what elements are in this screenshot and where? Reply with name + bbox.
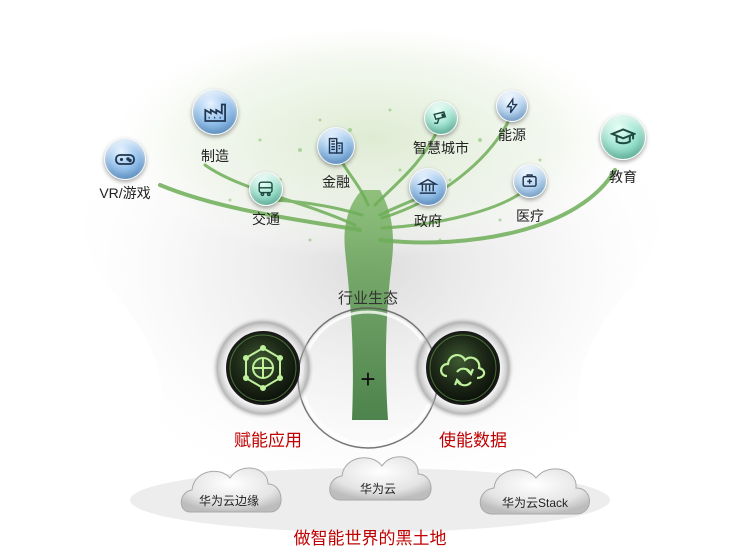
right-hub-label: 使能数据 bbox=[439, 431, 507, 450]
cloud-label-main: 华为云 bbox=[359, 482, 397, 496]
gamepad-icon bbox=[104, 138, 146, 180]
network-globe-icon bbox=[243, 345, 283, 391]
medical-kit-icon bbox=[513, 164, 547, 198]
industry-label-government: 政府 bbox=[414, 213, 442, 229]
government-icon bbox=[409, 168, 447, 206]
cloud-sync-icon bbox=[440, 354, 486, 387]
plus-sign: + bbox=[360, 364, 376, 394]
cloud-label-edge: 华为云边缘 bbox=[198, 494, 260, 508]
cloud-shape-edge bbox=[180, 467, 282, 513]
camera-icon bbox=[424, 101, 458, 135]
industry-label-medical: 医疗 bbox=[516, 208, 544, 224]
ecosystem-label: 行业生态 bbox=[337, 290, 399, 307]
industry-label-smartcity: 智慧城市 bbox=[413, 140, 469, 156]
lightning-icon bbox=[496, 90, 528, 122]
cloud-label-stack: 华为云Stack bbox=[501, 496, 569, 510]
bus-icon bbox=[249, 172, 283, 206]
tagline: 做智能世界的黑土地 bbox=[293, 529, 447, 548]
industry-label-finance: 金融 bbox=[322, 174, 350, 190]
left-hub-label: 赋能应用 bbox=[234, 431, 302, 450]
industry-label-education: 教育 bbox=[609, 169, 637, 185]
factory-icon bbox=[192, 89, 238, 135]
industry-label-vr: VR/游戏 bbox=[99, 185, 151, 201]
building-icon bbox=[317, 127, 355, 165]
industry-label-manufacturing: 制造 bbox=[201, 148, 229, 164]
cloud-shape-stack bbox=[479, 468, 590, 515]
cloud-shape-main bbox=[329, 456, 432, 501]
industry-label-energy: 能源 bbox=[498, 127, 526, 143]
industry-label-transport: 交通 bbox=[252, 211, 280, 227]
graduation-cap-icon bbox=[600, 114, 646, 160]
